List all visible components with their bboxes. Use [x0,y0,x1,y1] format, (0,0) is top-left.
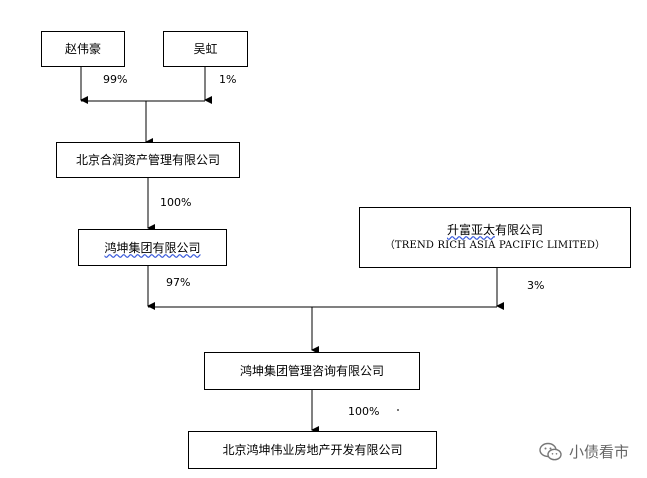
edge-group-pct: 97% [166,276,191,289]
edge-zhao-pct: 99% [103,73,128,86]
watermark: 小债看市 [539,441,629,462]
node-hongkun-group: 鸿坤集团有限公司 [78,229,227,266]
node-hongkun-mgmt: 鸿坤集团管理咨询有限公司 [204,352,420,390]
node-trend-rich: 升富亚太有限公司 （TREND RICH ASIA PACIFIC LIMITE… [359,207,631,268]
edge-heron-pct: 100% [160,196,192,209]
node-wu: 吴虹 [163,31,248,67]
node-zhao-label: 赵伟豪 [64,42,101,56]
node-trend-rich-cn: 升富亚太有限公司 [447,222,543,238]
edge-wu-pct: 1% [219,73,237,86]
node-hongkun-realestate: 北京鸿坤伟业房地产开发有限公司 [188,431,437,469]
node-wu-label: 吴虹 [193,42,218,56]
node-hongkun-realestate-label: 北京鸿坤伟业房地产开发有限公司 [222,443,403,457]
stray-dot [397,409,399,411]
node-zhao: 赵伟豪 [41,31,125,67]
edge-trend-pct: 3% [527,279,545,292]
node-trend-rich-cn-suffix: 有限公司 [495,222,544,237]
node-heron: 北京合润资产管理有限公司 [56,142,240,178]
node-heron-label: 北京合润资产管理有限公司 [75,153,220,167]
node-trend-rich-cn-prefix: 升富亚太 [446,222,495,237]
watermark-text: 小债看市 [568,443,629,461]
node-trend-rich-en: （TREND RICH ASIA PACIFIC LIMITED） [384,239,606,251]
wechat-icon [539,442,563,462]
node-hongkun-group-label: 鸿坤集团有限公司 [104,240,200,256]
node-hongkun-mgmt-label: 鸿坤集团管理咨询有限公司 [239,364,384,378]
node-hongkun-group-label-text: 鸿坤集团有限公司 [104,240,201,255]
edge-mgmt-pct: 100% [348,405,380,418]
